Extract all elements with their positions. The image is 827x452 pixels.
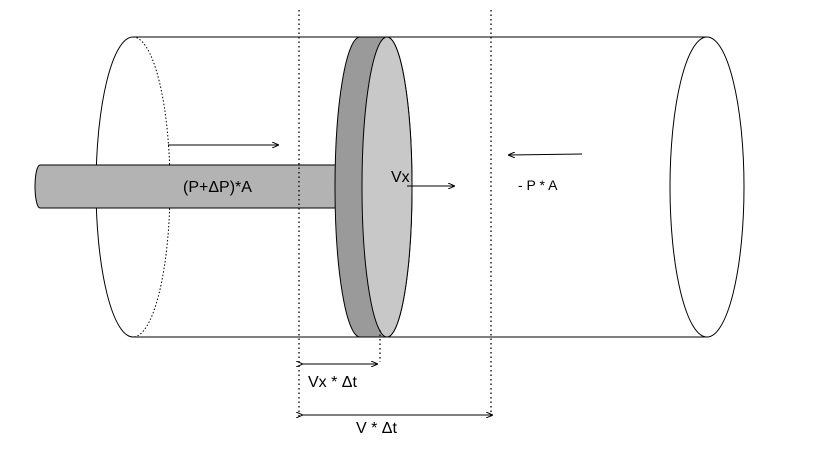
piston-disc-face bbox=[361, 36, 413, 338]
velocity-piston-label: Vx bbox=[391, 169, 410, 186]
fluid-displacement-label: V * Δt bbox=[356, 420, 397, 437]
force-right-arrow bbox=[509, 154, 583, 155]
force-left-label: (P+ΔP)*A bbox=[183, 179, 252, 196]
piston-displacement-label: Vx * Δt bbox=[308, 374, 357, 391]
piston-rod bbox=[34, 164, 359, 209]
force-right-label: - P * A bbox=[518, 177, 558, 193]
cylinder-left-end-hidden bbox=[132, 36, 171, 338]
cylinder-right-end bbox=[669, 36, 745, 338]
